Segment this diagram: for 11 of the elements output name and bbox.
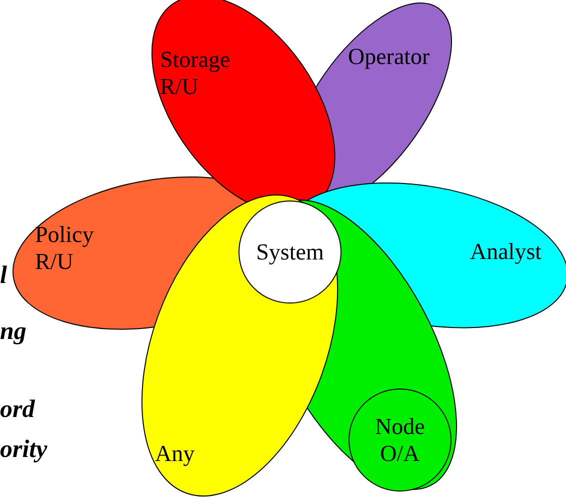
side-text: ord bbox=[0, 396, 35, 424]
node-label: Storage R/U bbox=[160, 46, 232, 100]
node-label: System bbox=[255, 238, 325, 266]
node-label: Analyst bbox=[470, 238, 543, 265]
side-text: ority bbox=[0, 436, 48, 464]
side-text: l bbox=[0, 262, 7, 290]
node-label: Operator bbox=[348, 42, 431, 70]
side-text: ng bbox=[0, 318, 26, 346]
node-label: Node O/A bbox=[374, 412, 426, 467]
node-label: Any bbox=[154, 440, 196, 467]
node-label: Policy R/U bbox=[34, 220, 95, 275]
